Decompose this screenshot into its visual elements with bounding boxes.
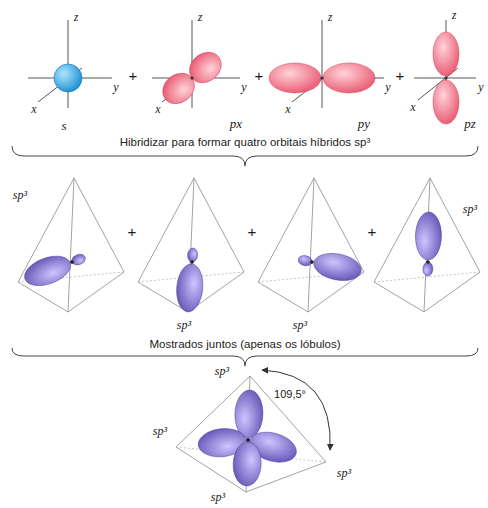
axis-label: x: [155, 103, 160, 116]
plus-sign: +: [368, 224, 377, 241]
angle-label: 109,5°: [274, 388, 306, 400]
hybrid-label: sp³: [211, 491, 225, 504]
axis-label: z: [74, 11, 79, 24]
tetrahedron: [176, 376, 326, 492]
brace: [12, 348, 478, 366]
sp3-lobes: [197, 390, 300, 487]
bracket-caption: Mostrados juntos (apenas os lóbulos): [149, 338, 340, 351]
hybrid-label: sp³: [337, 467, 351, 480]
sp3-hybrid: [175, 247, 206, 313]
orbital-name: px: [230, 117, 242, 131]
hybrid-label: sp³: [13, 189, 27, 202]
axis-label: x: [285, 103, 290, 116]
orbital-name: pz: [464, 117, 476, 131]
bracket-caption: Hibridizar para formar quatro orbitais h…: [120, 136, 371, 149]
orbital-name: py: [358, 117, 370, 131]
plus-sign: +: [128, 224, 137, 241]
axis-label: y: [113, 81, 118, 94]
tetrahedra: [18, 178, 480, 312]
hybrid-label: sp³: [463, 203, 477, 216]
back-edges: [18, 272, 480, 282]
sp3-hybrid: [21, 245, 90, 291]
axes: [28, 20, 476, 108]
s-orbital: [54, 64, 82, 92]
brace: [12, 146, 478, 166]
plus-sign: +: [396, 68, 405, 85]
axis-label: x: [31, 103, 36, 116]
axis-label: y: [385, 81, 390, 94]
axis-label: y: [241, 81, 246, 94]
axis-label: z: [198, 11, 203, 24]
px-orbital: [157, 46, 228, 110]
axis-label: z: [328, 11, 333, 24]
angle-arc: [262, 370, 330, 450]
axis-label: z: [452, 9, 457, 22]
sp3-hybrid: [296, 247, 364, 285]
axis-label: x: [410, 101, 415, 114]
orbital-name: s: [61, 119, 66, 133]
sp3-hybrid: [415, 212, 442, 276]
hybrid-label: sp³: [215, 365, 229, 378]
hybrid-label: sp³: [177, 319, 191, 332]
pz-orbital: [433, 32, 459, 124]
plus-sign: +: [248, 224, 257, 241]
nucleus-dots: [190, 76, 447, 79]
py-orbital: [269, 63, 375, 93]
plus-sign: +: [129, 68, 138, 85]
axis-label: y: [478, 81, 483, 94]
hybrid-label: sp³: [293, 319, 307, 332]
plus-sign: +: [255, 68, 264, 85]
hybrid-label: sp³: [153, 425, 167, 438]
